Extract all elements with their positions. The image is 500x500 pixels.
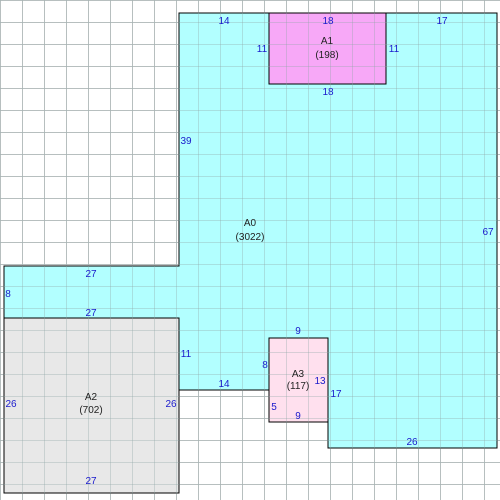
dim-a2-right: 26 — [165, 399, 177, 410]
region-a3-area: (117) — [287, 381, 310, 392]
region-a3 — [268, 337, 329, 423]
dim-a0-step-bottom: 27 — [85, 308, 97, 319]
dim-a0-step-left: 8 — [5, 289, 11, 300]
dim-a0-inner-right-vertical: 17 — [330, 389, 342, 400]
dim-a1-left: 11 — [257, 44, 268, 55]
region-a0-area: (3022) — [236, 232, 265, 243]
dim-a0-left-upper: 39 — [180, 136, 192, 147]
dim-a3-left-lower: 5 — [271, 402, 277, 413]
region-a2-area: (702) — [79, 405, 102, 416]
dim-a2-left: 26 — [5, 399, 17, 410]
dim-a3-top: 9 — [295, 326, 301, 337]
dim-a0-right: 67 — [482, 227, 494, 238]
dim-a2-bottom: 27 — [85, 476, 97, 487]
dim-a0-top-left: 14 — [218, 16, 230, 27]
dim-a0-bottom-right: 26 — [406, 437, 418, 448]
region-a2-name: A2 — [85, 392, 98, 403]
region-a3-name: A3 — [292, 369, 305, 380]
dim-a0-notch-horizontal: 14 — [218, 379, 230, 390]
dim-a0-top-right: 17 — [436, 16, 448, 27]
region-a1-area: (198) — [315, 50, 338, 61]
region-a2 — [3, 317, 180, 494]
dim-a0-step-top: 27 — [85, 269, 97, 280]
dim-a0-notch-vertical: 11 — [181, 349, 192, 360]
dim-a3-left-upper: 8 — [262, 360, 268, 371]
dim-a3-right: 13 — [314, 376, 326, 387]
dim-a1-right: 11 — [389, 44, 400, 55]
region-a1-name: A1 — [321, 36, 334, 47]
dim-a3-bottom: 9 — [295, 411, 301, 422]
region-a0-name: A0 — [244, 218, 257, 229]
dim-a1-top: 18 — [322, 16, 334, 27]
dim-a1-bottom: 18 — [322, 87, 334, 98]
region-a1 — [268, 12, 387, 85]
dimension-labels: 14 18 17 11 11 18 39 67 27 8 27 9 11 8 1… — [5, 16, 494, 487]
